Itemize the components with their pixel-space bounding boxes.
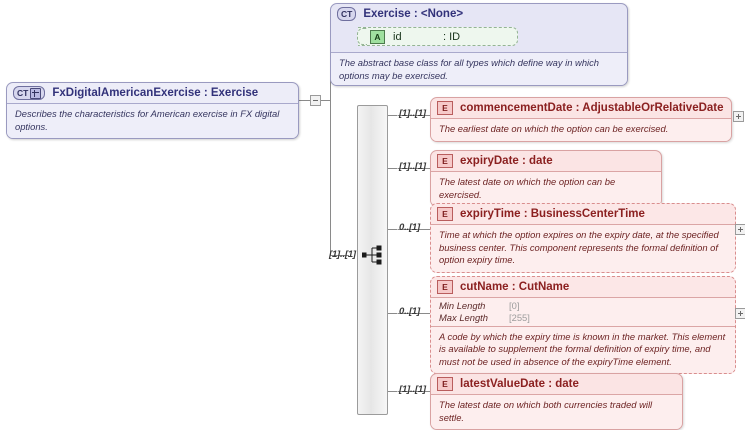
base-type-label: Exercise : <None> bbox=[363, 8, 464, 20]
facet-row-min-length: Min Length [0] bbox=[439, 300, 727, 312]
root-complextype-label: FxDigitalAmericanExercise : Exercise bbox=[52, 87, 259, 99]
element-title-row-cutname: E cutName : CutName bbox=[431, 277, 735, 297]
attribute-nose-shape bbox=[357, 28, 367, 45]
element-doc-cutname: A code by which the expiry time is known… bbox=[431, 325, 735, 373]
cardinality-commencementdate: [1]..[1] bbox=[399, 108, 426, 119]
attribute-icon: A bbox=[370, 29, 385, 44]
element-node-expirytime[interactable]: E expiryTime : BusinessCenterTime Time a… bbox=[430, 203, 736, 273]
base-type-node[interactable]: CT Exercise : <None> A id : ID The abstr… bbox=[330, 3, 628, 86]
attribute-type: : ID bbox=[443, 30, 461, 43]
element-label-cutname: cutName : CutName bbox=[460, 281, 570, 293]
element-icon: E bbox=[437, 207, 453, 221]
element-icon: E bbox=[437, 377, 453, 391]
facet-value-min-length: [0] bbox=[509, 300, 520, 311]
cardinality-expirytime: 0..[1] bbox=[399, 222, 420, 233]
facet-value-max-length: [255] bbox=[509, 311, 530, 323]
element-facets-cutname: Min Length [0] Max Length [255] bbox=[431, 297, 735, 326]
cardinality-latestvaluedate: [1]..[1] bbox=[399, 384, 426, 395]
expand-toggle-commencementdate[interactable] bbox=[733, 111, 744, 122]
element-icon: E bbox=[437, 101, 453, 115]
expand-toggle-cutname[interactable] bbox=[735, 308, 745, 319]
sequence-compositor-bar[interactable] bbox=[357, 105, 388, 415]
element-node-expirydate[interactable]: E expiryDate : date The latest date on w… bbox=[430, 150, 662, 207]
facet-row-max-length: Max Length [255] bbox=[439, 312, 727, 324]
facet-label-min-length: Min Length bbox=[439, 300, 486, 311]
base-type-badge-label: CT bbox=[341, 9, 353, 19]
element-node-cutname[interactable]: E cutName : CutName Min Length [0] Max L… bbox=[430, 276, 736, 374]
collapse-toggle[interactable] bbox=[310, 95, 321, 106]
cardinality-cutname: 0..[1] bbox=[399, 306, 420, 317]
root-complextype-title-row: CT FxDigitalAmericanExercise : Exercise bbox=[7, 83, 298, 103]
element-title-row-latestvaluedate: E latestValueDate : date bbox=[431, 374, 682, 394]
sequence-icon bbox=[362, 245, 382, 265]
complextype-icon: CT bbox=[337, 7, 357, 21]
compositor-cardinality: [1]..[1] bbox=[329, 249, 356, 260]
base-type-attribute-area: A id : ID bbox=[331, 24, 627, 52]
element-title-row-expirydate: E expiryDate : date bbox=[431, 151, 661, 171]
element-doc-latestvaluedate: The latest date on which both currencies… bbox=[431, 394, 682, 429]
expand-toggle-expirytime[interactable] bbox=[735, 224, 745, 235]
element-doc-expirydate: The latest date on which the option can … bbox=[431, 171, 661, 206]
complextype-badge-label: CT bbox=[17, 88, 29, 98]
root-complextype-node[interactable]: CT FxDigitalAmericanExercise : Exercise … bbox=[6, 82, 299, 139]
element-title-row-expirytime: E expiryTime : BusinessCenterTime bbox=[431, 204, 735, 224]
element-label-latestvaluedate: latestValueDate : date bbox=[460, 378, 579, 390]
attribute-row-id[interactable]: A id : ID bbox=[357, 27, 518, 46]
element-title-row-commencementdate: E commencementDate : AdjustableOrRelativ… bbox=[431, 98, 731, 118]
element-node-commencementdate[interactable]: E commencementDate : AdjustableOrRelativ… bbox=[430, 97, 732, 142]
element-label-expirytime: expiryTime : BusinessCenterTime bbox=[460, 208, 645, 220]
element-icon: E bbox=[437, 280, 453, 294]
root-complextype-doc: Describes the characteristics for Americ… bbox=[7, 103, 298, 138]
element-doc-expirytime: Time at which the option expires on the … bbox=[431, 224, 735, 272]
facet-label-max-length: Max Length bbox=[439, 311, 488, 323]
plus-icon[interactable] bbox=[30, 87, 42, 99]
element-label-expirydate: expiryDate : date bbox=[460, 155, 553, 167]
cardinality-expirydate: [1]..[1] bbox=[399, 161, 426, 172]
element-label-commencementdate: commencementDate : AdjustableOrRelativeD… bbox=[460, 102, 724, 114]
element-icon: E bbox=[437, 154, 453, 168]
attribute-name: id bbox=[393, 30, 402, 43]
element-doc-commencementdate: The earliest date on which the option ca… bbox=[431, 118, 731, 141]
base-type-title-row: CT Exercise : <None> bbox=[331, 4, 627, 24]
element-node-latestvaluedate[interactable]: E latestValueDate : date The latest date… bbox=[430, 373, 683, 430]
complextype-plus-icon[interactable]: CT bbox=[13, 86, 46, 100]
base-type-doc: The abstract base class for all types wh… bbox=[331, 52, 627, 85]
